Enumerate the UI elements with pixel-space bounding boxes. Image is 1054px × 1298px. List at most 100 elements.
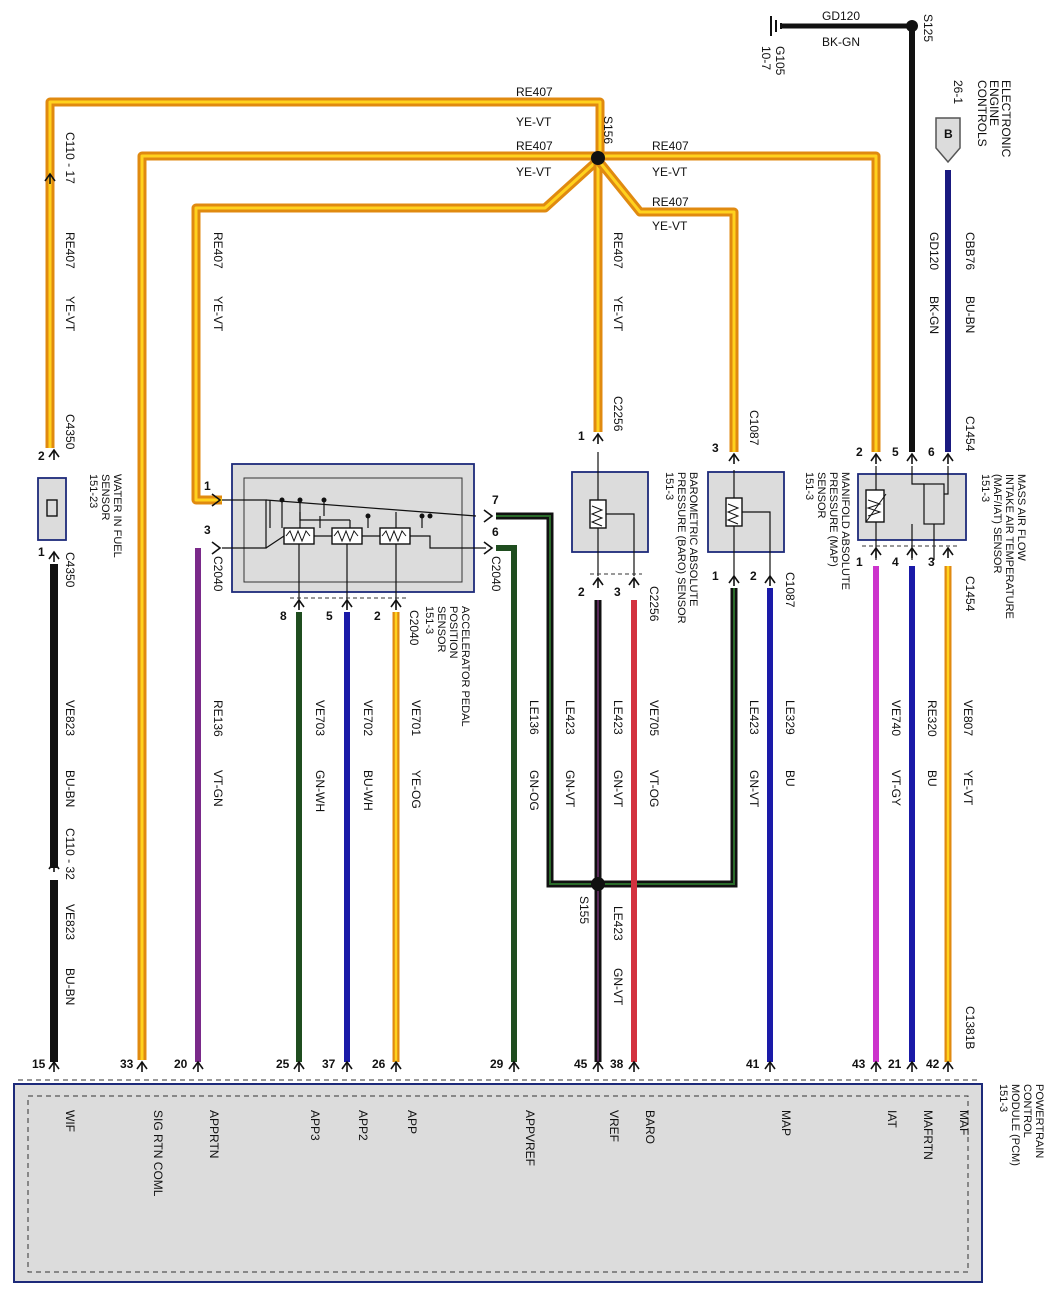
label-gnwh: GN-WH	[313, 770, 327, 812]
pcm-inner-border	[27, 1095, 969, 1273]
label-re407-s156: RE407	[611, 232, 625, 269]
label-re407-a: RE407	[516, 85, 553, 99]
eec-connector	[935, 117, 961, 164]
label-s156: S156	[601, 116, 615, 144]
pcm-pin-26: 26	[372, 1057, 386, 1071]
pin-maf-1: 1	[856, 555, 863, 569]
label-c2256-b: C2256	[647, 586, 661, 622]
pin-maf-3: 3	[928, 555, 935, 569]
pin-app-7: 7	[492, 493, 499, 507]
label-yevt-b: YE-VT	[516, 165, 552, 179]
label-c1087-b: C1087	[783, 572, 797, 608]
label-yevt-a: YE-VT	[516, 115, 552, 129]
pcm-term-app2: APP2	[356, 1110, 370, 1141]
label-gnvt-c: GN-VT	[747, 770, 761, 808]
label-bubn-2: BU-BN	[63, 968, 77, 1005]
label-le423-d: LE423	[611, 906, 625, 941]
label-ve705: VE705	[647, 700, 661, 736]
label-ve703: VE703	[313, 700, 327, 736]
map-title-3: SENSOR	[815, 472, 827, 519]
pcm-pin-33: 33	[120, 1057, 134, 1071]
wif-title-1: WATER IN FUEL	[111, 474, 123, 558]
app-title-2: POSITION	[447, 606, 459, 659]
pcm-pin-15: 15	[32, 1057, 46, 1071]
pcm-term-iat: IAT	[885, 1110, 899, 1128]
label-buwh: BU-WH	[361, 770, 375, 811]
pcm-term-map: MAP	[779, 1110, 793, 1136]
label-s155: S155	[577, 896, 591, 924]
label-eec-title-1: ELECTRONIC	[999, 80, 1013, 158]
label-le136: LE136	[527, 700, 541, 735]
label-yevt-bot: YE-VT	[961, 770, 975, 806]
label-ve807: VE807	[961, 700, 975, 736]
pcm-pin-20: 20	[174, 1057, 188, 1071]
label-eec-title-3: CONTROLS	[975, 80, 989, 147]
label-s125: S125	[921, 14, 935, 42]
label-le423-c: LE423	[747, 700, 761, 735]
pin-map-2: 2	[750, 569, 757, 583]
label-re320: RE320	[925, 700, 939, 737]
pin-app-5: 5	[326, 609, 333, 623]
label-cbb76: CBB76	[963, 232, 977, 270]
pcm-term-baro: BARO	[643, 1110, 657, 1144]
app-title-1: ACCELERATOR PEDAL	[459, 606, 471, 727]
label-c2256-top: C2256	[611, 396, 625, 432]
label-bubn: BU-BN	[963, 296, 977, 333]
label-c2040-b: C2040	[407, 610, 421, 646]
label-re407-c: RE407	[652, 139, 689, 153]
pcm-term-apprtn: APPRTN	[207, 1110, 221, 1158]
pin-maf-4: 4	[892, 555, 899, 569]
pcm-term-sigrtn: SIG RTN COML	[151, 1110, 165, 1197]
pcm-pin-29: 29	[490, 1057, 504, 1071]
pcm-term-appvref: APPVREF	[523, 1110, 537, 1166]
pcm-pin-38: 38	[610, 1057, 624, 1071]
wire-re407-pcm33	[137, 151, 600, 1060]
label-bkgn-v: BK-GN	[927, 296, 941, 334]
label-vtgn: VT-GN	[211, 770, 225, 807]
pin-maf-2: 2	[856, 445, 863, 459]
baro-title-1: BAROMETRIC ABSOLUTE	[687, 472, 699, 606]
label-c1087-top: C1087	[747, 410, 761, 446]
maf-title-1: MASS AIR FLOW	[1015, 474, 1027, 561]
pcm-title-2: CONTROL	[1021, 1084, 1033, 1138]
wire-le136	[496, 545, 517, 1062]
pin-baro-1: 1	[578, 429, 585, 443]
label-c2040-l: C2040	[211, 556, 225, 592]
splice-s156	[591, 151, 605, 165]
label-yevt-c: YE-VT	[652, 165, 688, 179]
map-ref: 151-3	[803, 472, 815, 500]
label-bubn-1: BU-BN	[63, 770, 77, 807]
label-re407-b: RE407	[516, 139, 553, 153]
pin-baro-2: 2	[578, 585, 585, 599]
pin-maf-6: 6	[928, 445, 935, 459]
pcm-pin-21: 21	[888, 1057, 902, 1071]
map-title-1: MANIFOLD ABSOLUTE	[839, 472, 851, 590]
label-ve702: VE702	[361, 700, 375, 736]
label-eec-title-2: ENGINE	[987, 80, 1001, 126]
pcm-pin-37: 37	[322, 1057, 336, 1071]
pcm-term-wif: WIF	[63, 1110, 77, 1132]
label-vtgy: VT-GY	[889, 770, 903, 806]
pcm-term-app3: APP3	[308, 1110, 322, 1141]
label-le423-b: LE423	[611, 700, 625, 735]
pin-app-8: 8	[280, 609, 287, 623]
pcm-title-3: MODULE (PCM)	[1009, 1084, 1021, 1166]
wire-le423-map	[598, 588, 738, 888]
pcm-ref: 151-3	[997, 1084, 1009, 1112]
maf-title-2: INTAKE AIR TEMPERATURE	[1003, 474, 1015, 619]
label-g105-ref: 10-7	[759, 46, 773, 70]
label-gnvt-b: GN-VT	[611, 770, 625, 808]
label-c110-32: C110 - 32	[63, 828, 77, 880]
label-bu-2: BU	[925, 770, 939, 787]
label-c2040-r: C2040	[489, 556, 503, 592]
label-c110-17: C110 - 17	[63, 132, 77, 184]
splice-s155	[591, 877, 605, 891]
pcm-pin-43: 43	[852, 1057, 866, 1071]
maf-ref: 151-3	[979, 474, 991, 502]
pin-app-2: 2	[374, 609, 381, 623]
pin-maf-5: 5	[892, 445, 899, 459]
app-ref: 151-3	[423, 606, 435, 634]
pin-map-3: 3	[712, 441, 719, 455]
pin-app-3: 3	[204, 523, 211, 537]
wif-sensor-box	[37, 477, 67, 541]
